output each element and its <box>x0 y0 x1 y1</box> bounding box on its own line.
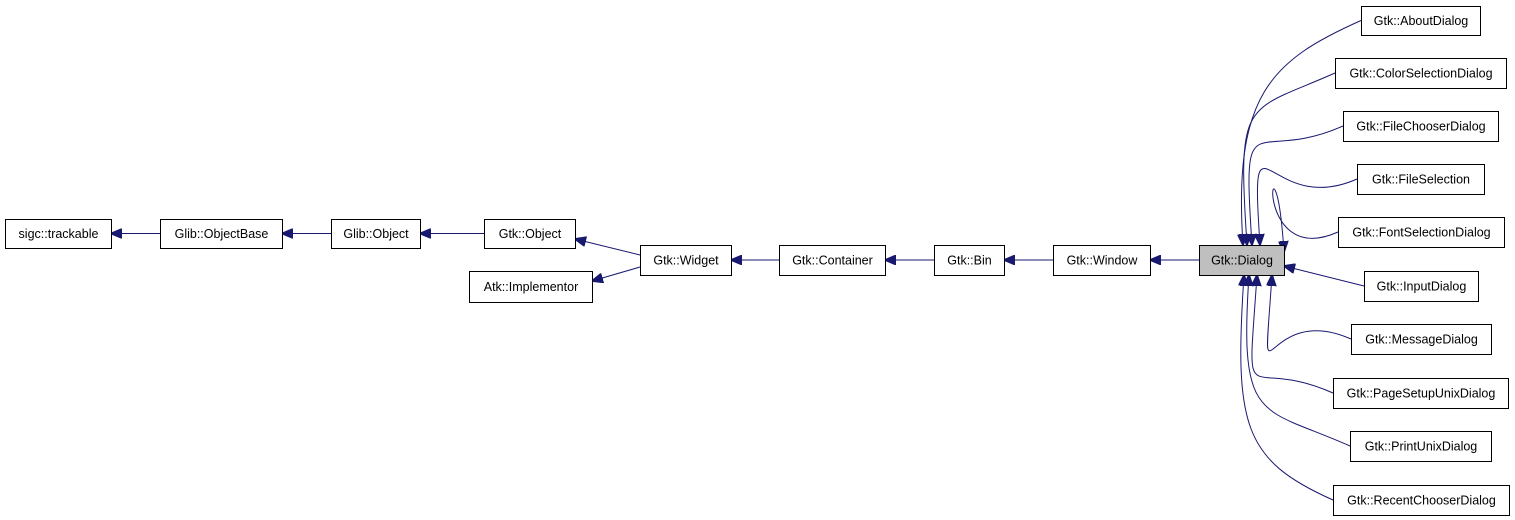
inheritance-arrow <box>1267 275 1352 352</box>
class-node-box <box>484 219 576 249</box>
inheritance-arrow <box>1252 275 1334 394</box>
class-node-label: Gtk::RecentChooserDialog <box>1347 493 1496 507</box>
class-node-label: sigc::trackable <box>19 227 99 241</box>
class-node-box <box>1343 111 1499 142</box>
inheritance-arrow <box>1241 20 1362 246</box>
class-node-label: Gtk::ColorSelectionDialog <box>1349 66 1492 80</box>
class-node-gtk-aboutdialog[interactable]: Gtk::AboutDialog <box>1361 6 1481 36</box>
class-node-gtk-fileselection[interactable]: Gtk::FileSelection <box>1357 164 1485 195</box>
class-node-label: Gtk::Dialog <box>1211 253 1273 267</box>
class-node-box <box>1364 271 1479 302</box>
class-node-gtk-filechooserdialog[interactable]: Gtk::FileChooserDialog <box>1343 111 1499 142</box>
inheritance-edge <box>1249 125 1344 245</box>
class-node-atk-implementor[interactable]: Atk::Implementor <box>469 271 593 303</box>
class-node-label: Gtk::FileSelection <box>1372 172 1470 186</box>
class-node-label: Gtk::PageSetupUnixDialog <box>1347 386 1496 400</box>
class-node-label: Gtk::FileChooserDialog <box>1356 119 1485 133</box>
class-node-gtk-messagedialog[interactable]: Gtk::MessageDialog <box>1351 324 1492 355</box>
class-node-box <box>640 245 732 276</box>
inheritance-edge <box>575 239 641 256</box>
class-node-box <box>1350 431 1492 462</box>
class-node-gtk-widget[interactable]: Gtk::Widget <box>640 245 732 276</box>
class-node-label: Gtk::PrintUnixDialog <box>1365 439 1478 453</box>
inheritance-edge <box>1247 275 1351 447</box>
class-node-gtk-inputdialog[interactable]: Gtk::InputDialog <box>1364 271 1479 302</box>
inheritance-arrow <box>1247 275 1351 447</box>
class-node-label: Glib::ObjectBase <box>175 227 269 241</box>
inheritance-arrow <box>1284 266 1365 287</box>
class-node-label: Gtk::MessageDialog <box>1365 332 1478 346</box>
class-node-gtk-window[interactable]: Gtk::Window <box>1053 245 1151 276</box>
inheritance-arrow <box>1241 275 1334 501</box>
class-node-box <box>1338 217 1505 248</box>
class-node-box <box>1053 245 1151 276</box>
class-node-label: Gtk::AboutDialog <box>1374 14 1469 28</box>
inheritance-arrow <box>1272 188 1339 252</box>
class-node-box <box>1333 378 1509 409</box>
inheritance-arrow <box>575 239 641 256</box>
class-node-label: Glib::Object <box>343 227 409 241</box>
class-node-gtk-fontselectiondialog[interactable]: Gtk::FontSelectionDialog <box>1338 217 1505 248</box>
class-node-box <box>1333 485 1510 516</box>
class-node-gtk-recentchooserdialog[interactable]: Gtk::RecentChooserDialog <box>1333 485 1510 516</box>
class-node-box <box>5 219 112 249</box>
class-node-box <box>160 219 283 249</box>
class-node-box <box>1335 58 1507 89</box>
inheritance-arrow <box>1257 167 1358 245</box>
class-node-glib-object[interactable]: Glib::Object <box>331 219 421 249</box>
inheritance-edge <box>592 266 641 281</box>
inheritance-edge <box>1272 188 1339 252</box>
inheritance-edge <box>1257 167 1358 245</box>
class-node-label: Atk::Implementor <box>484 280 578 294</box>
inheritance-edge <box>1267 275 1352 352</box>
class-node-sigc-trackable[interactable]: sigc::trackable <box>5 219 112 249</box>
inheritance-edge <box>1241 20 1362 246</box>
class-node-box <box>934 245 1005 276</box>
inheritance-edge <box>1284 266 1365 287</box>
class-node-gtk-object[interactable]: Gtk::Object <box>484 219 576 249</box>
class-node-gtk-printunixdialog[interactable]: Gtk::PrintUnixDialog <box>1350 431 1492 462</box>
class-node-label: Gtk::Window <box>1067 253 1139 267</box>
class-node-label: Gtk::Bin <box>947 253 992 267</box>
class-node-label: Gtk::Container <box>792 253 873 267</box>
class-node-label: Gtk::FontSelectionDialog <box>1352 225 1490 239</box>
inheritance-arrow <box>1244 72 1336 245</box>
class-node-box <box>1199 245 1285 276</box>
inheritance-edge <box>1241 275 1334 501</box>
class-node-box <box>331 219 421 249</box>
class-node-glib-objectbase[interactable]: Glib::ObjectBase <box>160 219 283 249</box>
class-node-gtk-bin[interactable]: Gtk::Bin <box>934 245 1005 276</box>
class-node-box <box>469 271 593 303</box>
class-node-label: Gtk::InputDialog <box>1377 279 1467 293</box>
class-node-box <box>1351 324 1492 355</box>
class-node-gtk-pagesetupunixdialog[interactable]: Gtk::PageSetupUnixDialog <box>1333 378 1509 409</box>
inheritance-arrow <box>1249 125 1344 245</box>
class-node-box <box>1361 6 1481 36</box>
inheritance-edge <box>1244 72 1336 245</box>
class-node-box <box>779 245 886 276</box>
class-node-gtk-dialog: Gtk::Dialog <box>1199 245 1285 276</box>
class-node-gtk-colorselectiondialog[interactable]: Gtk::ColorSelectionDialog <box>1335 58 1507 89</box>
class-node-box <box>1357 164 1485 195</box>
inheritance-edge <box>1252 275 1334 394</box>
class-node-gtk-container[interactable]: Gtk::Container <box>779 245 886 276</box>
class-node-label: Gtk::Object <box>499 227 562 241</box>
inheritance-arrow <box>592 266 641 281</box>
class-node-label: Gtk::Widget <box>653 253 719 267</box>
